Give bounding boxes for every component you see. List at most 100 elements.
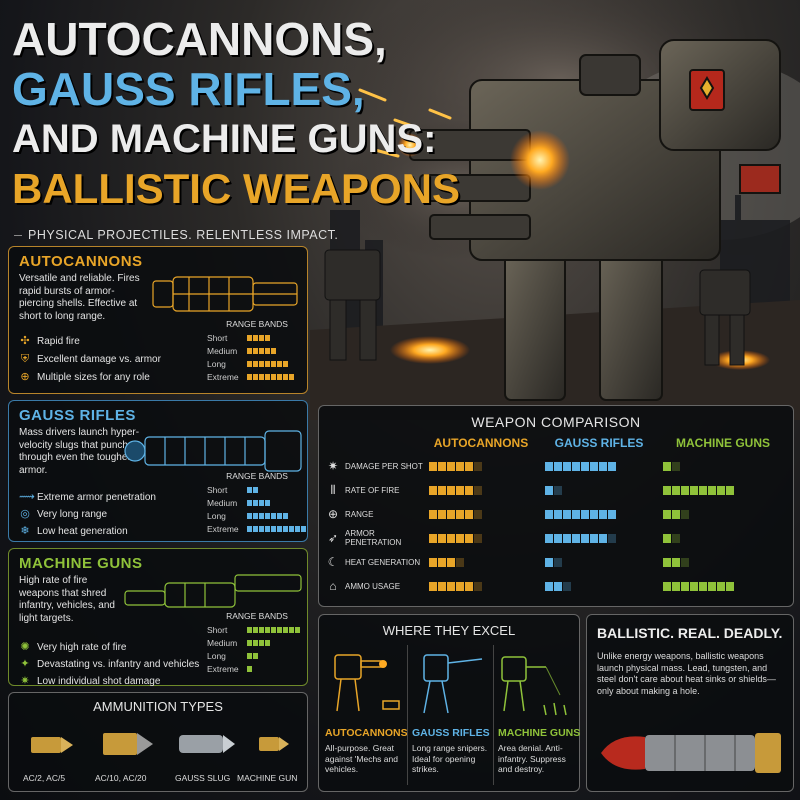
range-bands-title: RANGE BANDS (226, 471, 288, 481)
shield-icon: ⛨ (20, 353, 30, 365)
comparison-pip (581, 461, 589, 471)
range-row-short: Short (207, 331, 307, 344)
comparison-pip (465, 461, 473, 471)
comparison-title: WEAPON COMPARISON (471, 414, 641, 430)
damage-icon: ✷ (327, 459, 339, 473)
comparison-pip (554, 533, 562, 543)
comparison-pip (572, 461, 580, 471)
range-bar (247, 373, 295, 380)
comparison-pip (554, 557, 562, 567)
comparison-row-text: ARMOR PENETRATION (345, 529, 402, 547)
range-label: Long (207, 650, 226, 661)
feature-text: Low heat generation (37, 525, 128, 537)
comparison-pip (717, 581, 725, 591)
range-row-short: Short (207, 623, 307, 636)
comparison-pip (474, 533, 482, 543)
comparison-pip (699, 581, 707, 591)
comparison-row-label: ➶ ARMOR PENETRATION (325, 528, 423, 548)
title-line-2: GAUSS RIFLES, (12, 63, 365, 115)
range-row-extreme: Extreme (207, 662, 307, 675)
ammo-label-2: AC/10, AC/20 (95, 773, 147, 783)
ammo-label-4: MACHINE GUN (237, 773, 298, 783)
comparison-pip (447, 509, 455, 519)
range-bar (247, 525, 307, 532)
range-row-medium: Medium (207, 344, 307, 357)
comparison-pip (456, 557, 464, 567)
penetration-icon: ➶ (327, 531, 339, 545)
comparison-header-machineguns: MACHINE GUNS (675, 436, 770, 450)
comparison-pip (554, 509, 562, 519)
comparison-pip (465, 581, 473, 591)
comparison-pip (447, 533, 455, 543)
comparison-pip (690, 581, 698, 591)
comparison-pip (590, 461, 598, 471)
comparison-header-gauss: GAUSS RIFLES (554, 436, 644, 450)
feature-text: Very long range (37, 508, 108, 520)
comparison-pip (690, 485, 698, 495)
comparison-pip (465, 509, 473, 519)
range-bar (247, 347, 277, 354)
range-label: Long (207, 510, 226, 521)
comparison-pips (545, 528, 616, 548)
comparison-pip (717, 485, 725, 495)
machinegun-mech-icon (501, 656, 567, 716)
comparison-pips (663, 456, 680, 476)
comparison-pip (447, 461, 455, 471)
range-label: Extreme (207, 371, 239, 382)
comparison-pips (429, 552, 464, 572)
damage-icon: ✷ (20, 675, 30, 687)
feature-text: Multiple sizes for any role (37, 371, 150, 383)
excel-desc-autocannons: All-purpose. Great against 'Mechs and ve… (325, 743, 398, 774)
comparison-pip (563, 509, 571, 519)
comparison-row-label: ⌂AMMO USAGE (325, 576, 423, 596)
comparison-pip (708, 485, 716, 495)
comparison-pip (545, 533, 553, 543)
target-icon: ⊕ (20, 371, 30, 383)
feature-text: Extreme armor penetration (37, 491, 156, 503)
range-label: Extreme (207, 663, 239, 674)
tagline: PHYSICAL PROJECTILES. RELENTLESS IMPACT. (14, 228, 338, 242)
heat-icon: ❄ (20, 525, 30, 537)
autocannon-panel: AUTOCANNONS Versatile and reliable. Fire… (8, 246, 308, 394)
excel-gauss-column: GAUSS RIFLES Long range snipers. Ideal f… (407, 645, 491, 785)
comparison-pips (545, 480, 562, 500)
range-bar (247, 334, 271, 341)
heat-icon: ☾ (327, 555, 339, 569)
excel-machinegun-column: MACHINE GUNS Area denial. Anti-infantry.… (493, 645, 581, 785)
range-row-long: Long (207, 509, 307, 522)
range-row-long: Long (207, 649, 307, 662)
comparison-row-label: ✷DAMAGE PER SHOT (325, 456, 423, 476)
comparison-pip (663, 533, 671, 543)
where-they-excel-panel: WHERE THEY EXCEL AUTOCANNONS All-purpose… (318, 614, 580, 792)
comparison-pip (429, 581, 437, 591)
comparison-row-text: RATE OF FIRE (345, 485, 400, 495)
excel-name-machineguns: MACHINE GUNS (498, 727, 581, 739)
comparison-pip (663, 581, 671, 591)
comparison-pip (554, 461, 562, 471)
comparison-pip (545, 485, 553, 495)
machinegun-feature-1: ✺Very high rate of fire (19, 641, 126, 653)
range-row-extreme: Extreme (207, 370, 307, 383)
excel-name-gauss: GAUSS RIFLES (412, 727, 490, 739)
comparison-pip (474, 581, 482, 591)
comparison-pip (581, 509, 589, 519)
comparison-pip (429, 485, 437, 495)
range-bar (247, 499, 271, 506)
comparison-pip (563, 461, 571, 471)
ammunition-panel: AMMUNITION TYPES AC/2, AC/5 AC/10, AC/20… (8, 692, 308, 792)
comparison-pip (429, 533, 437, 543)
comparison-pip (590, 509, 598, 519)
range-label: Short (207, 624, 228, 635)
feature-text: Devastating vs. infantry and vehicles (37, 658, 200, 670)
rate-icon: ⦀ (330, 482, 336, 497)
comparison-row-text: AMMO USAGE (345, 581, 401, 591)
machinegun-description: High rate of fire weapons that shred inf… (19, 575, 115, 624)
range-bar (247, 360, 289, 367)
gauss-feature-1: ⟿Extreme armor penetration (19, 491, 156, 503)
gauss-rifle-icon (124, 430, 302, 472)
excel-name-autocannons: AUTOCANNONS (325, 727, 408, 739)
comparison-pip (474, 461, 482, 471)
